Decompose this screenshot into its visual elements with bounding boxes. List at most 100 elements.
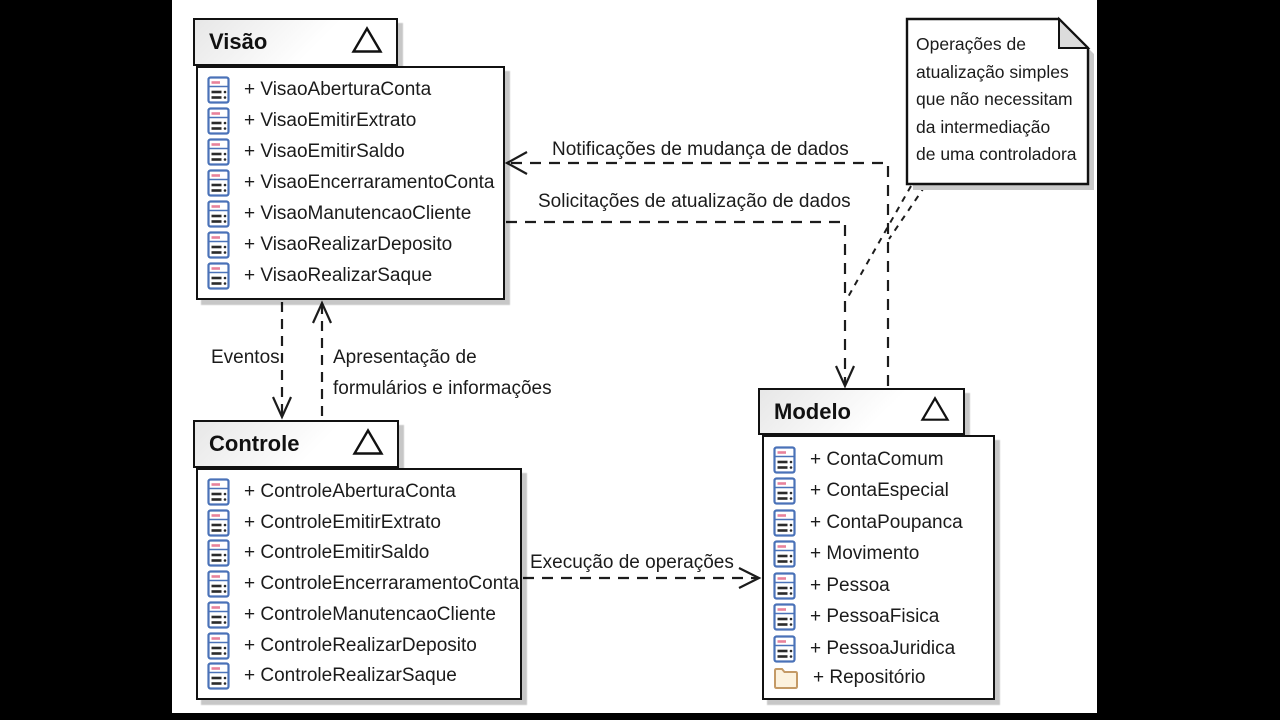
member-row: + ContaEspecial	[773, 477, 989, 505]
class-icon	[207, 631, 230, 660]
class-icon	[207, 76, 230, 104]
member-row: + Pessoa	[773, 572, 989, 600]
member-row: + VisaoEncerraramentoConta	[207, 169, 499, 197]
package-triangle-icon	[352, 427, 384, 461]
member-row: + ContaPoupanca	[773, 509, 989, 537]
member-row: + ControleManutencaoCliente	[207, 601, 516, 629]
package-triangle-icon	[920, 396, 950, 427]
member-label: + ControleEmitirSaldo	[244, 542, 430, 564]
member-label: + VisaoManutencaoCliente	[244, 203, 472, 224]
member-row: + ControleEmitirSaldo	[207, 539, 516, 567]
package-title-visao: Visão	[209, 29, 268, 54]
member-label: + ControleEncerraramentoConta	[244, 573, 520, 594]
member-label: + ControleRealizarSaque	[244, 665, 457, 687]
package-tab-visao: Visão	[193, 18, 398, 66]
package-body-modelo: + ContaComum + ContaEspecial + ContaPoup…	[762, 435, 995, 700]
connector-execucao-arrowhead	[738, 567, 762, 589]
member-label: + ContaComum	[810, 448, 944, 470]
connector-label-solicitacoes: Solicitações de atualização de dados	[538, 191, 851, 212]
member-label: + ControleEmitirExtrato	[244, 511, 441, 533]
member-label: + ControleManutencaoCliente	[244, 603, 496, 625]
connector-label-apresentacao-line1: Apresentação de	[333, 347, 477, 368]
member-label: + VisaoRealizarSaque	[244, 265, 433, 286]
member-row: + PessoaFisica	[773, 603, 989, 631]
class-icon	[207, 262, 230, 290]
member-label: + Movimento	[810, 543, 920, 565]
connector-label-notificacoes: Notificações de mudança de dados	[552, 139, 849, 160]
member-row: + ControleAberturaConta	[207, 478, 516, 506]
member-row: + VisaoManutencaoCliente	[207, 200, 499, 228]
class-icon	[207, 601, 230, 629]
note-body	[905, 17, 1090, 186]
connector-label-eventos: Eventos	[211, 347, 280, 368]
connector-label-apresentacao-line2: formulários e informações	[333, 378, 552, 399]
package-body-controle: + ControleAberturaConta + ControleEmitir…	[196, 468, 522, 700]
package-body-visao: + VisaoAberturaConta + VisaoEmitirExtrat…	[196, 66, 505, 300]
note-fold	[1058, 16, 1091, 49]
connector-notificacoes-arrowhead	[504, 151, 528, 175]
member-label: + ControleRealizarDeposito	[244, 634, 477, 656]
connector-solicitacoes-line	[506, 220, 847, 384]
package-tab-controle: Controle	[193, 420, 399, 468]
class-icon	[207, 138, 230, 166]
note-anchor-solicitacoes	[847, 185, 912, 298]
class-icon	[773, 572, 796, 600]
member-row: + Movimento	[773, 540, 989, 568]
class-icon	[773, 603, 796, 631]
package-tab-modelo: Modelo	[758, 388, 965, 435]
member-row: + VisaoAberturaConta	[207, 76, 499, 104]
member-row: + ControleEmitirExtrato	[207, 508, 516, 537]
member-label: + ContaPoupanca	[810, 511, 963, 533]
member-label: + ControleAberturaConta	[244, 480, 456, 502]
class-icon	[207, 508, 230, 537]
member-row: + PessoaJuridica	[773, 635, 989, 663]
class-icon	[207, 231, 230, 259]
member-label: + ContaEspecial	[810, 480, 949, 502]
member-label: + PessoaFisica	[810, 606, 940, 628]
note-line: atualização simples	[916, 61, 1069, 82]
class-icon	[207, 478, 230, 506]
member-label: + PessoaJuridica	[810, 637, 956, 659]
connector-apresentacao-arrowhead	[311, 300, 333, 324]
class-icon	[773, 445, 796, 474]
package-triangle-icon	[351, 25, 383, 59]
connector-label-apresentacao: Apresentação de formulários e informaçõe…	[333, 342, 552, 404]
member-row: + VisaoEmitirSaldo	[207, 138, 499, 166]
note-line: que não necessitam	[916, 89, 1073, 110]
member-label: + VisaoRealizarDeposito	[244, 234, 453, 255]
note-line: de uma controladora	[916, 144, 1077, 165]
note-anchor-notificacoes	[888, 185, 926, 240]
member-label: + VisaoAberturaConta	[244, 79, 432, 100]
member-row: + VisaoRealizarSaque	[207, 262, 499, 290]
member-row: + Repositório	[773, 666, 989, 690]
member-row: + VisaoEmitirExtrato	[207, 107, 499, 135]
connector-label-execucao: Execução de operações	[530, 552, 734, 573]
member-label: + VisaoEncerraramentoConta	[244, 172, 495, 193]
member-row: + ControleRealizarSaque	[207, 662, 516, 690]
member-row: + ControleEncerraramentoConta	[207, 570, 520, 598]
class-icon	[207, 169, 230, 197]
member-row: + ControleRealizarDeposito	[207, 631, 516, 660]
class-icon	[207, 570, 230, 598]
class-icon	[207, 107, 230, 135]
member-label: + VisaoEmitirSaldo	[244, 141, 405, 162]
note-line: da intermediação	[916, 116, 1051, 137]
class-icon	[207, 539, 230, 567]
class-icon	[207, 662, 230, 690]
note-line: Operações de	[916, 34, 1026, 54]
member-row: + ContaComum	[773, 445, 989, 474]
connector-notificacoes-line	[509, 161, 890, 386]
folder-icon	[773, 666, 799, 690]
package-title-controle: Controle	[209, 431, 300, 456]
member-label: + VisaoEmitirExtrato	[244, 110, 417, 131]
member-label: + Pessoa	[810, 574, 890, 596]
member-label: + Repositório	[813, 666, 926, 688]
note-text: Operações de atualização simples que não n…	[916, 31, 1084, 169]
class-icon	[773, 509, 796, 537]
class-icon	[207, 200, 230, 228]
class-icon	[773, 540, 796, 568]
class-icon	[773, 477, 796, 505]
package-title-modelo: Modelo	[774, 398, 851, 424]
